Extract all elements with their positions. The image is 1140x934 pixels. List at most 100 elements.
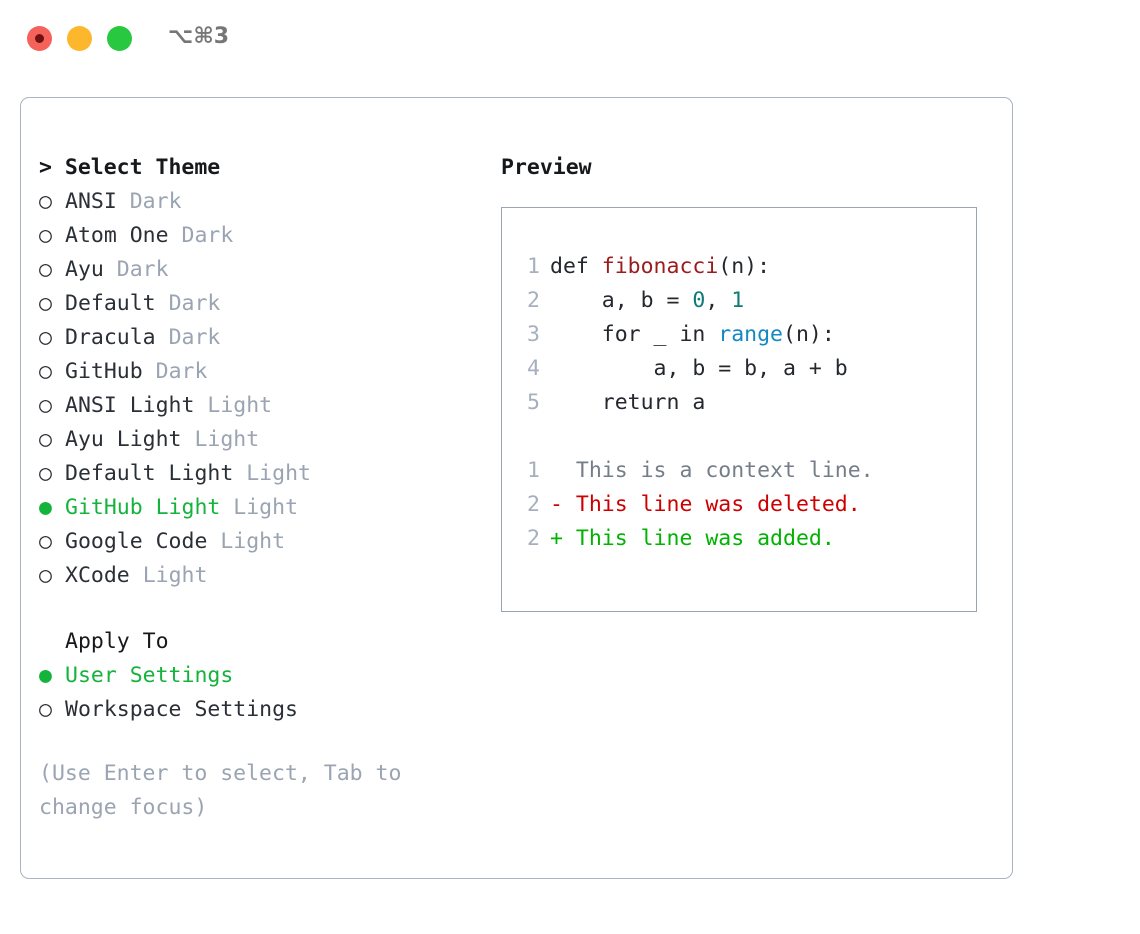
theme-option-label: ANSI — [65, 189, 117, 214]
diff-text: This line was deleted. — [575, 492, 861, 517]
radio-selected-icon: ● — [39, 495, 52, 520]
theme-option-label: GitHub Light — [65, 495, 221, 520]
radio-unselected-icon: ○ — [39, 461, 52, 486]
theme-selection-column: > Select Theme ○ANSI Dark○Atom One Dark○… — [39, 151, 469, 825]
code-token: , — [705, 288, 732, 313]
code-line: 2 a, b = 0, 1 — [514, 284, 874, 318]
diff-marker: - — [550, 492, 576, 517]
theme-option-label: ANSI Light — [65, 393, 195, 418]
theme-option-default-light[interactable]: ○ Default Light Light — [39, 457, 469, 491]
line-number: 3 — [527, 322, 540, 347]
theme-option-atom-one[interactable]: ○ Atom One Dark — [39, 219, 469, 253]
line-number: 1 — [527, 254, 540, 279]
theme-option-label: XCode — [65, 563, 130, 588]
apply-to-list: ● User Settings ○ Workspace Settings — [39, 659, 469, 727]
minimize-button[interactable] — [67, 26, 92, 51]
theme-option-default[interactable]: ○ Default Dark — [39, 287, 469, 321]
theme-option-xcode[interactable]: ○ XCode Light — [39, 559, 469, 593]
close-icon — [35, 34, 44, 43]
theme-option-tag: Light — [194, 427, 260, 452]
apply-to-option-label: User Settings — [65, 663, 234, 688]
theme-option-tag: Dark — [155, 359, 208, 384]
apply-to-header: Apply To — [65, 629, 169, 654]
code-token: 1 — [731, 288, 745, 313]
radio-unselected-icon: ○ — [39, 563, 52, 588]
line-number: 2 — [527, 526, 540, 551]
code-line: 1 def fibonacci(n): — [514, 250, 874, 284]
theme-option-google-code[interactable]: ○ Google Code Light — [39, 525, 469, 559]
radio-selected-icon: ● — [39, 663, 52, 688]
code-token: def — [550, 254, 602, 279]
diff-text: This is a context line. — [575, 458, 874, 483]
line-number: 4 — [527, 356, 540, 381]
theme-option-tag: Dark — [168, 325, 221, 350]
radio-unselected-icon: ○ — [39, 359, 52, 384]
theme-option-ansi[interactable]: ○ ANSI Dark — [39, 185, 469, 219]
code-token: 0 — [692, 288, 706, 313]
radio-unselected-icon: ○ — [39, 427, 52, 452]
theme-option-label: Default Light — [65, 461, 234, 486]
code-token: a, b = — [550, 288, 693, 313]
theme-option-github[interactable]: ○ GitHub Dark — [39, 355, 469, 389]
code-diff-separator — [514, 420, 874, 454]
theme-option-github-light[interactable]: ● GitHub Light Light — [39, 491, 469, 525]
diff-line-del: 2- This line was deleted. — [514, 488, 874, 522]
maximize-button[interactable] — [107, 26, 132, 51]
theme-option-label: Dracula — [65, 325, 156, 350]
theme-option-ayu[interactable]: ○ Ayu Dark — [39, 253, 469, 287]
code-line: 5 return a — [514, 386, 874, 420]
title-bar: ⌥⌘3 — [0, 0, 1140, 76]
line-number: 1 — [527, 458, 540, 483]
diff-text: This line was added. — [575, 526, 835, 551]
code-line: 4 a, b = b, a + b — [514, 352, 874, 386]
theme-option-tag: Dark — [181, 223, 234, 248]
theme-option-tag: Light — [220, 529, 286, 554]
radio-unselected-icon: ○ — [39, 697, 52, 722]
code-token: fibonacci — [601, 254, 719, 279]
radio-unselected-icon: ○ — [39, 325, 52, 350]
radio-unselected-icon: ○ — [39, 189, 52, 214]
code-token: a, b = b, a + b — [550, 356, 848, 381]
theme-option-label: Ayu Light — [65, 427, 182, 452]
theme-option-tag: Dark — [116, 257, 169, 282]
diff-line-ctx: 1 This is a context line. — [514, 454, 874, 488]
radio-unselected-icon: ○ — [39, 393, 52, 418]
spacer — [39, 593, 469, 625]
select-theme-header: > Select Theme — [39, 155, 221, 180]
radio-unselected-icon: ○ — [39, 291, 52, 316]
theme-option-ansi-light[interactable]: ○ ANSI Light Light — [39, 389, 469, 423]
theme-option-dracula[interactable]: ○ Dracula Dark — [39, 321, 469, 355]
close-button[interactable] — [27, 26, 52, 51]
radio-unselected-icon: ○ — [39, 529, 52, 554]
code-token: range — [718, 322, 784, 347]
theme-option-label: Default — [65, 291, 156, 316]
line-number: 5 — [527, 390, 540, 415]
code-token: for _ in — [550, 322, 719, 347]
preview-title: Preview — [501, 155, 592, 180]
theme-option-tag: Light — [207, 393, 273, 418]
code-token: (n): — [783, 322, 835, 347]
apply-to-option-label: Workspace Settings — [65, 697, 298, 722]
code-token: (n): — [718, 254, 771, 279]
apply-to-option-user-settings[interactable]: ● User Settings — [39, 659, 469, 693]
theme-option-tag: Light — [233, 495, 299, 520]
theme-list: ○ ANSI Dark ○ Atom One Dark ○ Ayu Dark ○ Defaul… — [39, 185, 469, 593]
theme-option-tag: Light — [246, 461, 311, 486]
theme-option-label: Ayu — [65, 257, 104, 282]
radio-unselected-icon: ○ — [39, 223, 52, 248]
code-line: 3 for _ in range(n): — [514, 318, 874, 352]
theme-option-label: Atom One — [65, 223, 169, 248]
theme-option-ayu-light[interactable]: ○ Ayu Light Light — [39, 423, 469, 457]
keyboard-shortcut-label: ⌥⌘3 — [168, 24, 230, 49]
theme-option-tag: Light — [142, 563, 208, 588]
radio-unselected-icon: ○ — [39, 257, 52, 282]
theme-option-tag: Dark — [129, 189, 182, 214]
theme-option-label: GitHub — [65, 359, 143, 384]
apply-to-option-workspace-settings[interactable]: ○ Workspace Settings — [39, 693, 469, 727]
theme-option-label: Google Code — [65, 529, 208, 554]
line-number: 2 — [527, 288, 540, 313]
theme-option-tag: Dark — [168, 291, 221, 316]
